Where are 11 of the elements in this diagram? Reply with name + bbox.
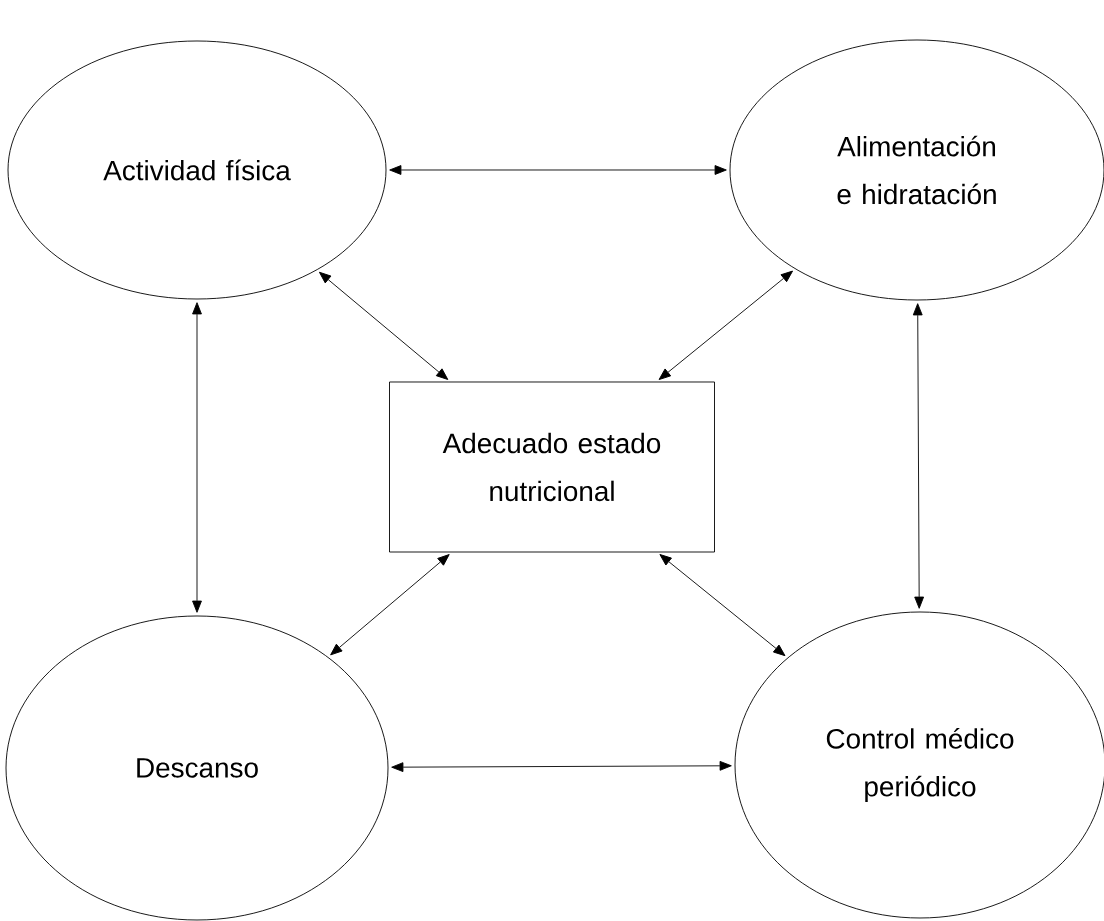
double-arrow	[658, 270, 793, 380]
double-arrow	[912, 303, 925, 609]
double-arrow	[389, 165, 727, 175]
double-arrow	[659, 554, 786, 657]
double-arrow	[330, 554, 450, 656]
double-arrow	[391, 760, 732, 773]
double-arrow	[192, 302, 202, 613]
ellipse-node: Descanso	[5, 615, 389, 921]
double-arrow	[319, 271, 449, 380]
center-box: Adecuado estado nutricional	[389, 381, 715, 553]
ellipse-node: Actividad física	[7, 40, 387, 300]
